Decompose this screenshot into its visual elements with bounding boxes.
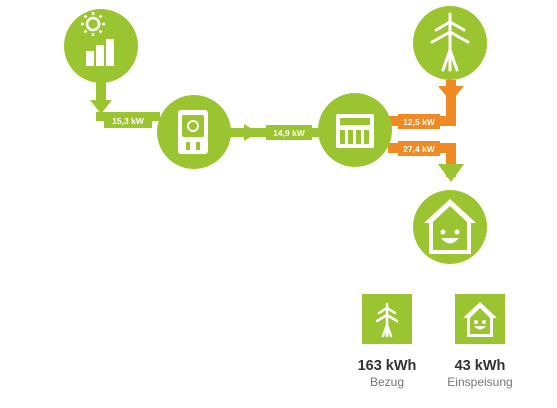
house-icon [424,199,476,254]
stat-label-einspeisung: Einspeisung [447,375,513,389]
stat-label-bezug: Bezug [369,375,405,389]
house-icon [463,302,497,337]
meter-node[interactable] [318,93,392,167]
power-pylon-icon [375,302,399,338]
stat-tile-bezug [362,294,412,344]
stat-value-einspeisung: 43 kWh [454,358,506,374]
flow-value-house: 27,4 kW [403,144,436,154]
meter-icon [336,114,374,148]
flow-label-inverter: 14,9 kW [266,125,312,140]
inverter-node[interactable] [157,95,231,169]
solar-icon [81,12,105,36]
solar-node[interactable] [64,9,138,83]
inverter-icon [178,110,208,154]
flow-label-house: 27,4 kW [398,141,440,156]
flow-value-inverter: 14,9 kW [273,128,306,138]
flow-label-grid: 12,5 kW [398,114,440,129]
grid-node[interactable] [413,6,487,80]
flow-label-solar: 15,3 kW [104,113,152,128]
stat-tile-einspeisung [455,294,505,344]
stat-value-bezug: 163 kWh [357,358,417,374]
flow-value-solar: 15,3 kW [112,116,145,126]
solar-bars [86,39,114,66]
house-node[interactable] [413,190,487,264]
power-pylon-icon [430,12,470,72]
flow-value-grid: 12,5 kW [403,117,436,127]
